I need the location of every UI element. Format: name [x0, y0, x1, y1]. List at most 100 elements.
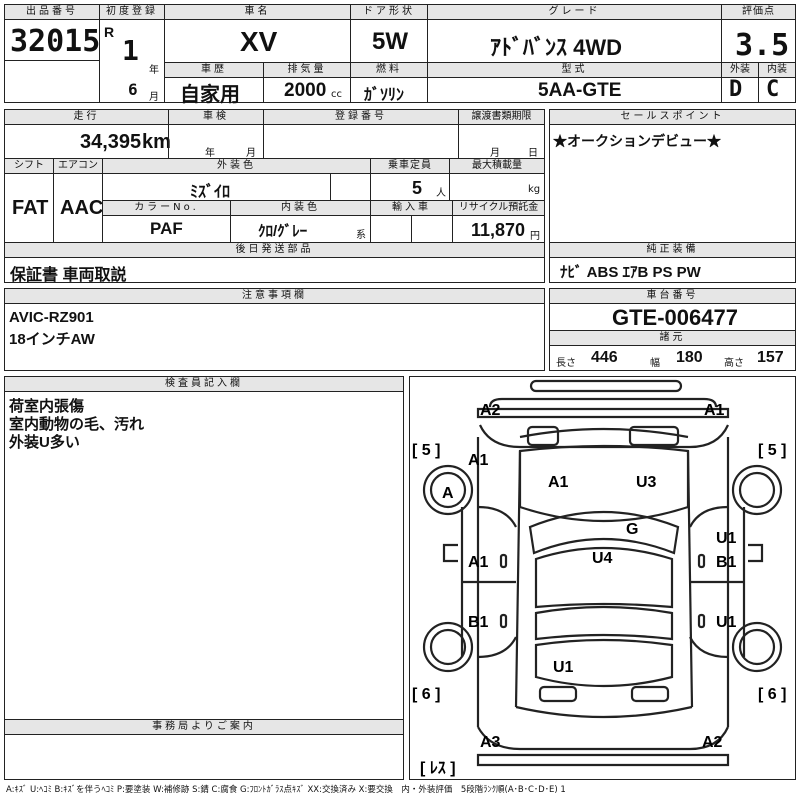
transfer-day-unit: 日	[528, 148, 538, 159]
notes-line-2: 18インチAW	[9, 331, 95, 348]
mark-fender-fl: A1	[468, 452, 489, 469]
height-label: 高さ	[724, 358, 744, 369]
width: 180	[676, 349, 703, 366]
model: 5AA-GTE	[538, 80, 622, 101]
year-unit: 年	[149, 65, 159, 76]
grade-label: グレード	[428, 5, 721, 20]
tyre-rl: [ 6 ]	[412, 686, 440, 703]
car-outline: A2 A1 A1 A A1 U3 G U4 A1 U1 B1 B1 U1 U1 …	[412, 379, 786, 777]
recycle-unit: 円	[530, 231, 540, 242]
mileage-unit: km	[142, 131, 171, 153]
notes-block	[4, 288, 545, 371]
load-unit: kg	[528, 184, 541, 195]
car-diagram: A2 A1 A1 A A1 U3 G U4 A1 U1 B1 B1 U1 U1 …	[409, 376, 796, 780]
vehicle-detail-block	[4, 109, 545, 283]
inspector-line-2: 室内動物の毛、汚れ	[9, 416, 145, 433]
score: 3.5	[735, 28, 790, 63]
door-label: ドア形状	[351, 5, 427, 20]
chassis-block	[549, 288, 796, 371]
notes-label: 注意事項欄	[5, 289, 544, 304]
car-name-label: 車名	[165, 5, 350, 20]
int-color-unit: 系	[356, 230, 366, 241]
ac: AAC	[60, 197, 104, 219]
mark-hood-left: A1	[548, 474, 569, 491]
insp-year-unit: 年	[205, 148, 215, 159]
inspection-label: 車検	[169, 110, 263, 125]
length-label: 長さ	[556, 358, 576, 369]
mark-rear-glass: U1	[553, 659, 574, 676]
equipment-label: 純正装備	[550, 243, 795, 258]
height: 157	[757, 349, 784, 366]
month-unit: 月	[149, 92, 159, 103]
ext-color-label: 外装色	[103, 159, 370, 174]
tyre-fl: [ 5 ]	[412, 442, 440, 459]
lot-no-label: 出品番号	[5, 5, 99, 20]
transfer-label: 譲渡書類期限	[459, 110, 544, 125]
int-grade: C	[766, 77, 780, 102]
ext-grade: D	[729, 77, 743, 102]
model-label: 型式	[428, 63, 721, 78]
spare-tyre: [ ﾚｽ ]	[420, 760, 456, 777]
inspector-line-3: 外装U多い	[9, 434, 80, 451]
chassis-label: 車台番号	[550, 289, 795, 304]
notes-line-1: AVIC-RZ901	[9, 309, 94, 326]
mark-front-left: A2	[480, 402, 501, 419]
mark-door-fl: A1	[468, 554, 489, 571]
insp-month-unit: 月	[246, 148, 256, 159]
sales-point-label: セールスポイント	[550, 110, 795, 125]
color-no-label: カラーNo.	[103, 201, 230, 216]
mark-door-fr-top: U1	[716, 530, 737, 547]
load-label: 最大積載量	[450, 159, 544, 174]
displacement-label: 排気量	[264, 63, 350, 78]
office-label: 事務局よりご案内	[5, 720, 403, 735]
mark-hood-right: U3	[636, 474, 657, 491]
mileage-label: 走行	[5, 110, 168, 125]
mark-wheel-fl: A	[442, 485, 454, 502]
later-parts-label: 後日発送部品	[5, 243, 544, 258]
int-label: 内装	[759, 63, 795, 78]
ac-label: エアコン	[54, 159, 102, 174]
equipment: ﾅﾋﾞ ABS ｴｱB PS PW	[560, 264, 701, 281]
mark-roof: U4	[592, 550, 613, 567]
inspector-line-1: 荷室内張傷	[9, 398, 85, 415]
length: 446	[591, 349, 618, 366]
mark-windshield: G	[626, 521, 638, 538]
width-label: 幅	[650, 358, 660, 369]
reg-year: 1	[122, 34, 139, 67]
mark-door-fr: B1	[716, 554, 737, 571]
inspector-block	[4, 376, 404, 780]
history-label: 車歴	[165, 63, 263, 78]
ext-label: 外装	[722, 63, 758, 78]
capacity-label: 乗車定員	[371, 159, 449, 174]
mark-door-rr: U1	[716, 614, 737, 631]
mark-rear-right: A2	[702, 734, 723, 751]
color-no: PAF	[150, 219, 183, 238]
score-label: 評価点	[722, 5, 795, 20]
inspector-label: 検査員記入欄	[5, 377, 403, 392]
grade: ｱﾄﾞﾊﾞﾝｽ 4WD	[490, 35, 623, 60]
transfer-month-unit: 月	[490, 148, 500, 159]
capacity-unit: 人	[436, 188, 446, 199]
capacity: 5	[412, 178, 423, 198]
reg-month: 6	[128, 80, 138, 99]
recycle: 11,870	[471, 220, 526, 240]
shift: FAT	[12, 197, 49, 219]
tyre-fr: [ 5 ]	[758, 442, 786, 459]
reg-no-label: 登録番号	[264, 110, 458, 125]
shift-label: シフト	[5, 159, 53, 174]
era: R	[104, 24, 115, 40]
header-block	[4, 4, 796, 103]
tyre-rr: [ 6 ]	[758, 686, 786, 703]
sales-point-block	[549, 109, 796, 283]
history: 自家用	[180, 84, 240, 106]
mark-rear-left: A3	[480, 734, 501, 751]
mark-door-rl: B1	[468, 614, 489, 631]
car-name: XV	[240, 26, 278, 57]
chassis-number: GTE-006477	[612, 305, 738, 330]
recycle-label: リサイクル預託金	[453, 201, 544, 216]
fuel-label: 燃料	[351, 63, 427, 78]
displacement: 2000	[284, 80, 327, 101]
door: 5W	[372, 28, 408, 55]
sales-point-text: ★オークションデビュー★	[553, 133, 721, 149]
lot-no: 32015	[10, 24, 101, 59]
